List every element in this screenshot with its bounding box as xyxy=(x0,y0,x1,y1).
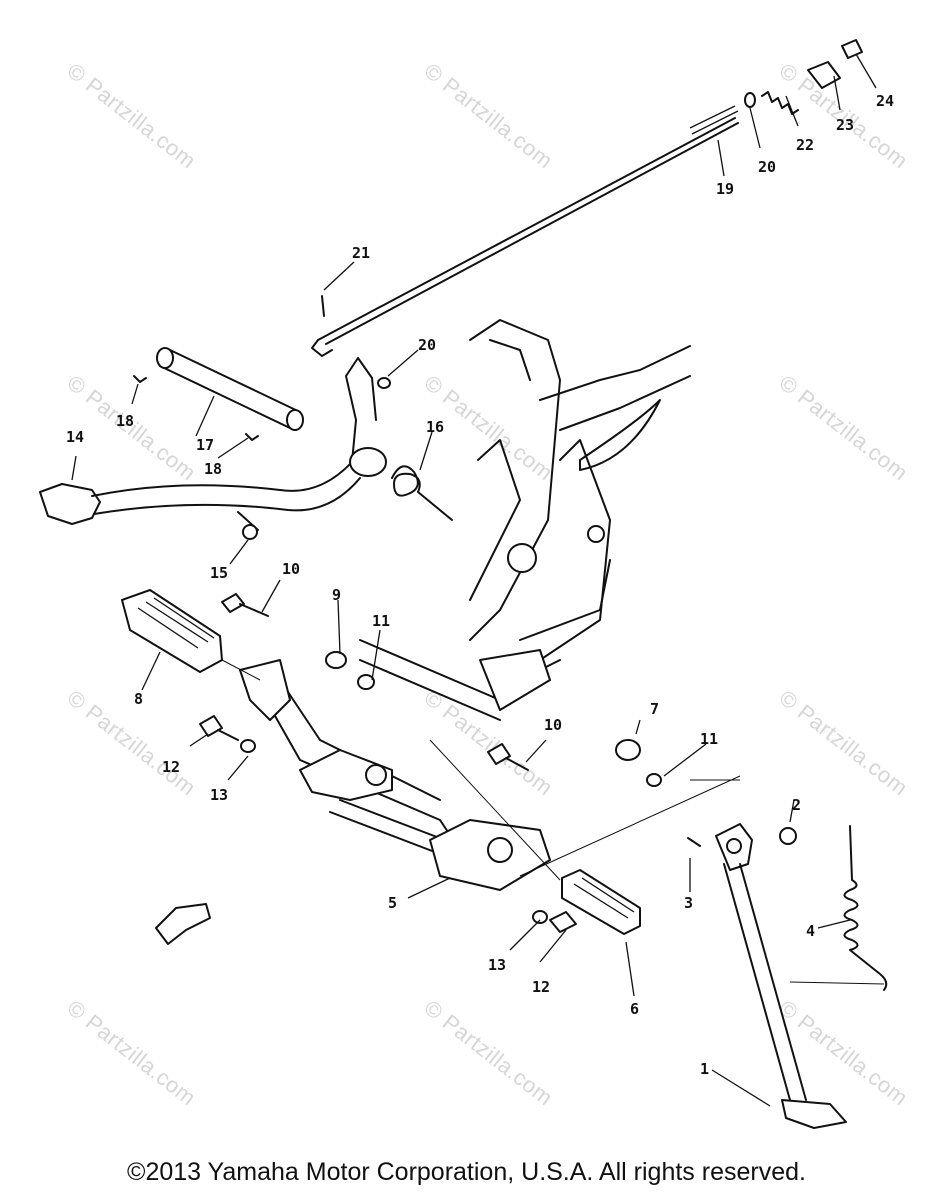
callout-label: 3 xyxy=(684,894,693,912)
callout-label: 6 xyxy=(630,1000,639,1018)
callout-label: 12 xyxy=(162,758,180,776)
callout-label: 13 xyxy=(210,786,228,804)
callout-label: 24 xyxy=(876,92,894,110)
right-footrest xyxy=(561,869,641,935)
copyright-notice: ©2013 Yamaha Motor Corporation, U.S.A. A… xyxy=(127,1158,806,1186)
callout-label: 18 xyxy=(116,412,134,430)
callout-leaders xyxy=(71,53,877,1107)
brake-pedal xyxy=(39,357,387,540)
sidestand-spring xyxy=(843,825,888,991)
callout-label: 19 xyxy=(716,180,734,198)
callout-label: 7 xyxy=(650,700,659,718)
callout-label: 20 xyxy=(758,158,776,176)
sidestand xyxy=(687,823,847,1129)
callout-label: 18 xyxy=(204,460,222,478)
bracket xyxy=(239,659,291,721)
brake-rod xyxy=(311,105,739,357)
callout-label: 11 xyxy=(372,612,390,630)
callout-label: 2 xyxy=(792,796,801,814)
callout-label: 11 xyxy=(700,730,718,748)
exploded-view-drawing: 1 2 3 4 5 6 7 8 9 10 10 11 11 12 12 13 1… xyxy=(39,39,894,1129)
callout-label: 22 xyxy=(796,136,814,154)
callout-label: 4 xyxy=(806,922,815,940)
callout-label: 10 xyxy=(544,716,562,734)
callout-label: 16 xyxy=(426,418,444,436)
callout-label: 21 xyxy=(352,244,370,262)
frame xyxy=(469,319,691,661)
callout-label: 13 xyxy=(488,956,506,974)
callout-label: 17 xyxy=(196,436,214,454)
return-spring xyxy=(391,465,453,521)
cotter-pin xyxy=(321,295,325,317)
callout-label: 23 xyxy=(836,116,854,134)
callout-label: 5 xyxy=(388,894,397,912)
callout-label: 8 xyxy=(134,690,143,708)
callout-label: 20 xyxy=(418,336,436,354)
washer xyxy=(377,377,391,389)
callout-label: 9 xyxy=(332,586,341,604)
front-direction-arrow-icon xyxy=(155,903,211,945)
callout-labels: 1 2 3 4 5 6 7 8 9 10 10 11 11 12 12 13 1… xyxy=(66,92,894,1078)
pedal-shaft xyxy=(133,347,304,441)
left-footrest xyxy=(121,589,223,673)
callout-label: 15 xyxy=(210,564,228,582)
callout-label: 12 xyxy=(532,978,550,996)
callout-label: 10 xyxy=(282,560,300,578)
leader-lines xyxy=(221,659,885,985)
footrest-bracket xyxy=(265,639,561,891)
callout-label: 1 xyxy=(700,1060,709,1078)
rod-end-hardware xyxy=(744,39,863,115)
callout-label: 14 xyxy=(66,428,84,446)
fasteners xyxy=(199,593,662,933)
